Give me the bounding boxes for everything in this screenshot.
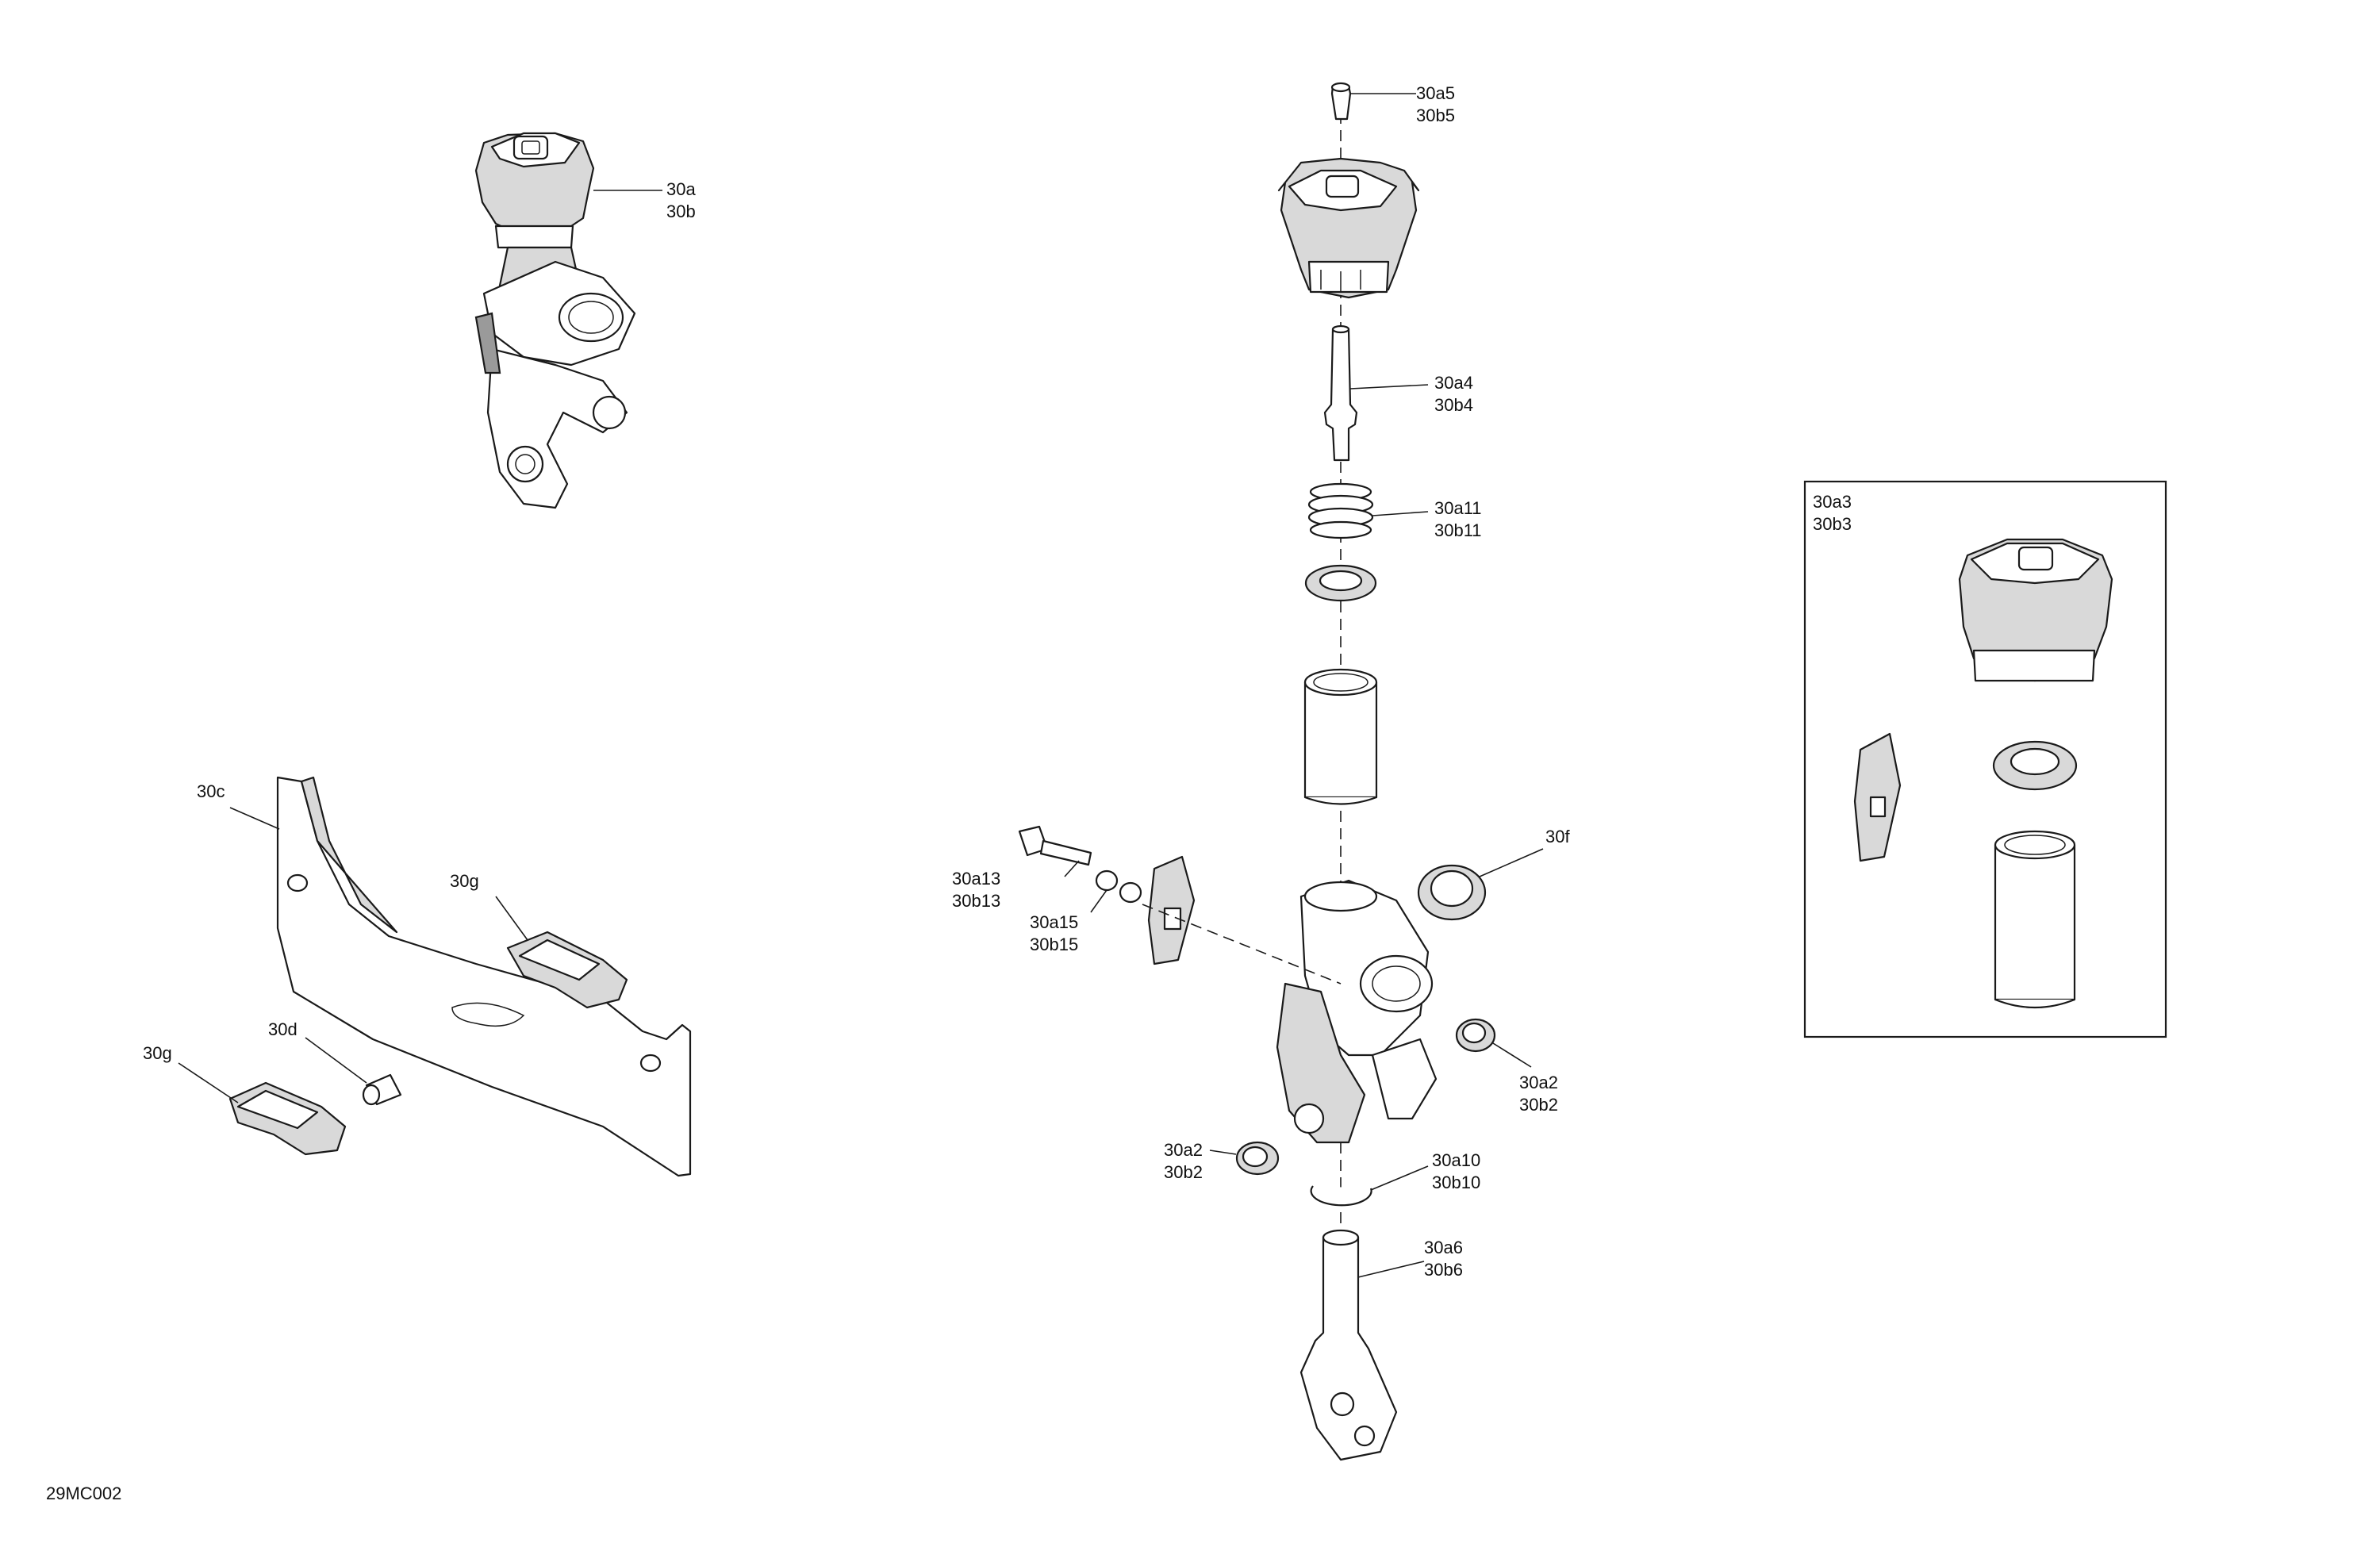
callout-30a-line2: 30b: [666, 202, 696, 221]
callout-30a3-line2: 30b3: [1813, 514, 1852, 534]
exploded-center-assembly: [1235, 82, 1496, 1461]
inset-panel: [1803, 480, 2167, 1038]
callout-30a11-line2: 30b11: [1434, 520, 1482, 540]
callout-30f: 30f: [1545, 827, 1570, 846]
callout-30g-top: 30g: [450, 871, 479, 891]
callout-30a6-line1: 30a6: [1424, 1238, 1463, 1257]
callout-30a15-line1: 30a15: [1030, 912, 1078, 932]
callout-30g-bottom: 30g: [143, 1043, 172, 1063]
callout-30a15: 30a15 30b15: [1030, 912, 1078, 954]
callout-30a5: 30a5 30b5: [1416, 83, 1455, 125]
callout-30a13-line1: 30a13: [952, 869, 1000, 889]
callout-30a4: 30a4 30b4: [1434, 373, 1473, 415]
callout-30a2-right-line2: 30b2: [1519, 1095, 1558, 1115]
drawing-code: 29MC002: [46, 1484, 121, 1503]
callout-30a11: 30a11 30b11: [1434, 498, 1482, 540]
callout-30a6-line2: 30b6: [1424, 1260, 1463, 1280]
callout-30a2-left: 30a2 30b2: [1164, 1140, 1203, 1182]
bolt-and-washers: [1018, 825, 1342, 985]
callout-30a: 30a 30b: [666, 179, 696, 221]
callout-30a5-line2: 30b5: [1416, 106, 1455, 125]
leader-lines: [178, 93, 1544, 1278]
callout-30a2-right: 30a2 30b2: [1519, 1073, 1558, 1115]
callout-30a-line1: 30a: [666, 179, 696, 199]
callout-30a6: 30a6 30b6: [1424, 1238, 1463, 1280]
callout-30a4-line2: 30b4: [1434, 395, 1473, 415]
callout-30a10: 30a10 30b10: [1432, 1150, 1480, 1192]
callout-30a11-line1: 30a11: [1434, 498, 1482, 518]
callout-30a10-line1: 30a10: [1432, 1150, 1480, 1170]
callout-30a4-line1: 30a4: [1434, 373, 1473, 393]
callout-30a3-line1: 30a3: [1813, 492, 1852, 512]
callout-30c: 30c: [197, 781, 225, 801]
callout-30a13-line2: 30b13: [952, 891, 1000, 911]
callout-30a2-right-line1: 30a2: [1519, 1073, 1558, 1092]
callout-30a2-left-line2: 30b2: [1164, 1162, 1203, 1182]
callout-30a15-line2: 30b15: [1030, 935, 1078, 954]
assembled-lever-drawing: [474, 132, 636, 509]
callout-30c-line1: 30c: [197, 781, 225, 801]
bracket-plate-assembly: [228, 776, 692, 1177]
callout-30a10-line2: 30b10: [1432, 1173, 1480, 1192]
callout-30d-line1: 30d: [268, 1019, 298, 1039]
callout-30f-line1: 30f: [1545, 827, 1570, 846]
callout-30d: 30d: [268, 1019, 298, 1039]
callout-30a2-left-line1: 30a2: [1164, 1140, 1203, 1160]
callout-30g-bottom-line1: 30g: [143, 1043, 172, 1063]
callout-30a13: 30a13 30b13: [952, 869, 1000, 911]
callout-30g-top-line1: 30g: [450, 871, 479, 891]
callout-30a3: 30a3 30b3: [1813, 492, 1852, 534]
callout-30a5-line1: 30a5: [1416, 83, 1455, 103]
